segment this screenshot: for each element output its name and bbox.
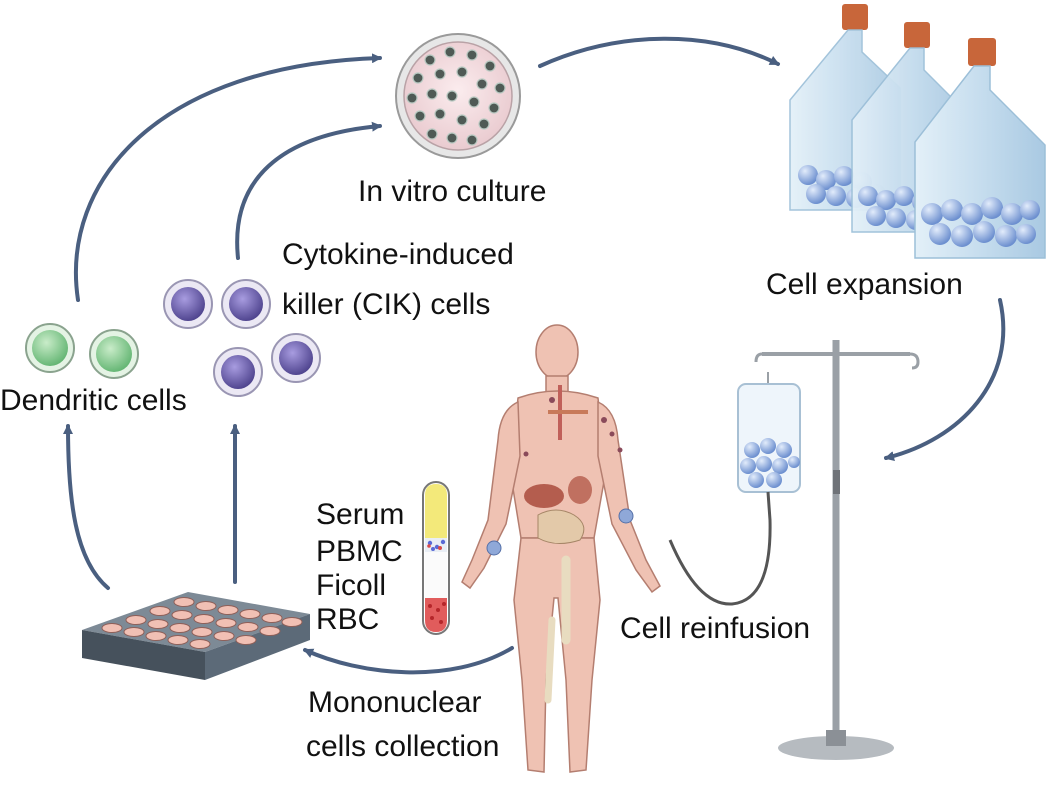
- label-ficoll: Ficoll: [316, 569, 387, 602]
- label-mononuclear-line2: cells collection: [306, 730, 500, 763]
- arrow-cik-to-culture: [235, 121, 382, 260]
- iv-tube: [668, 491, 772, 606]
- flow-arrows: [63, 36, 1006, 675]
- label-in-vitro-culture: In vitro culture: [358, 175, 547, 208]
- iv-bag: [668, 372, 801, 606]
- dendritic-cells: [25, 323, 139, 379]
- blood-tube: [422, 481, 450, 635]
- flask-front: [914, 38, 1046, 259]
- label-cik-line2: killer (CIK) cells: [282, 288, 491, 321]
- body-organs: [486, 385, 634, 704]
- body-head: [535, 324, 579, 380]
- label-dendritic-cells: Dendritic cells: [0, 384, 187, 417]
- culture-dish: [395, 33, 521, 159]
- label-mononuclear-line1: Mononuclear: [308, 686, 482, 719]
- arrow-body-to-plate: [303, 646, 514, 675]
- label-cell-reinfusion: Cell reinfusion: [620, 612, 811, 645]
- label-rbc: RBC: [316, 603, 380, 636]
- iv-stand: [754, 340, 920, 760]
- arrow-plate-to-dendritic: [63, 424, 110, 590]
- body-left-arm: [597, 400, 661, 594]
- arrow-culture-to-expansion: [538, 36, 780, 68]
- body-right-arm: [461, 400, 521, 590]
- label-serum: Serum: [316, 498, 405, 531]
- label-cik-line1: Cytokine-induced: [282, 238, 514, 271]
- body-legs: [513, 537, 601, 773]
- label-pbmc: PBMC: [316, 535, 403, 568]
- arrow-expansion-to-reinfusion: [884, 298, 1006, 461]
- label-cell-expansion: Cell expansion: [766, 268, 963, 301]
- cik-cells: [163, 279, 321, 397]
- culture-flasks: [789, 4, 1046, 259]
- arrow-dendritic-to-culture: [73, 53, 382, 302]
- well-plate: [82, 592, 310, 680]
